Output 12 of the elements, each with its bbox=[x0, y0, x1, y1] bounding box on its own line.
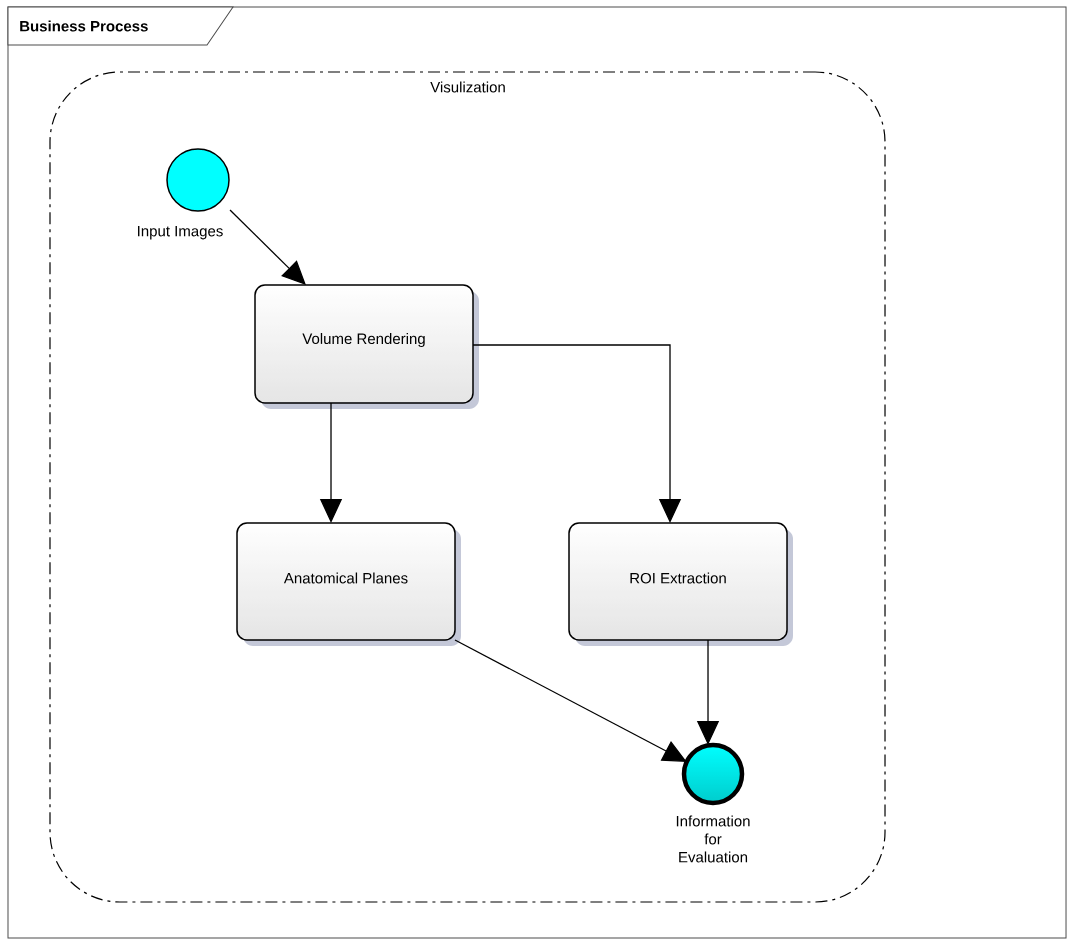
task-box: ROI Extraction bbox=[568, 522, 793, 646]
task-box: Anatomical Planes bbox=[236, 522, 461, 646]
end-event: Information for Evaluation bbox=[676, 742, 750, 863]
arrow bbox=[454, 639, 687, 762]
node-label: Information for Evaluation bbox=[676, 815, 750, 863]
frame bbox=[7, 6, 1067, 939]
node-label: Input Images bbox=[138, 225, 223, 240]
frame-title: Business Process bbox=[20, 20, 148, 32]
start-event: Input Images bbox=[138, 148, 230, 240]
task-box: Volume Rendering bbox=[254, 284, 479, 409]
arrow bbox=[229, 209, 306, 285]
arrow bbox=[472, 344, 682, 523]
